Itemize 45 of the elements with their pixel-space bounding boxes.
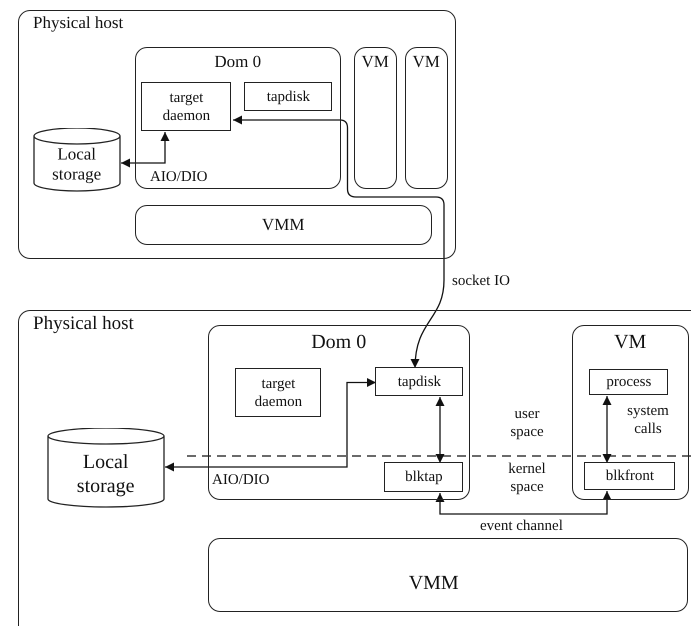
container-title: VMM [260,214,306,235]
vm-container [572,324,689,500]
domain-container [134,46,341,189]
container-title: Dom 0 [310,330,368,354]
component-box [141,82,232,132]
component-box [384,462,464,492]
connector-arrow [233,116,445,368]
host-container [18,10,456,259]
component-label: blkfront [604,467,656,486]
component-label: target daemon [162,88,212,125]
vm-container [354,46,397,189]
domain-container [208,324,470,500]
component-box [584,462,676,490]
container-title: Physical host [33,13,124,34]
component-box [244,82,332,112]
component-box [375,367,464,396]
component-label: Local storage [76,450,136,498]
component-label: tapdisk [396,372,442,391]
edge-label: AIO/DIO [150,168,208,186]
component-label: tapdisk [266,88,312,106]
edge-label: socket IO [452,272,510,290]
storage-cylinder [32,128,121,192]
container-title: VM [613,330,648,354]
container-title: VMM [408,570,459,595]
connector-arrow [165,378,376,472]
vm-container [404,46,448,189]
connector-arrow [436,397,444,463]
vmm-band [208,538,688,612]
connector-arrow [602,396,612,463]
container-title: Dom 0 [213,52,262,72]
edge-label: AIO/DIO [212,471,270,489]
container-title: VM [411,52,441,72]
container-title: Physical host [33,313,134,336]
storage-cylinder [46,428,165,508]
connector-arrow [436,491,612,515]
component-label: blktap [404,468,444,486]
container-title: VM [360,52,390,72]
connector-arrow [121,132,170,168]
component-box [589,369,668,396]
vmm-band [134,204,432,245]
component-box [235,368,322,418]
component-label: Local storage [51,144,102,186]
component-label: target daemon [254,374,304,411]
edge-label: system calls [626,402,670,438]
component-label: process [605,373,652,392]
